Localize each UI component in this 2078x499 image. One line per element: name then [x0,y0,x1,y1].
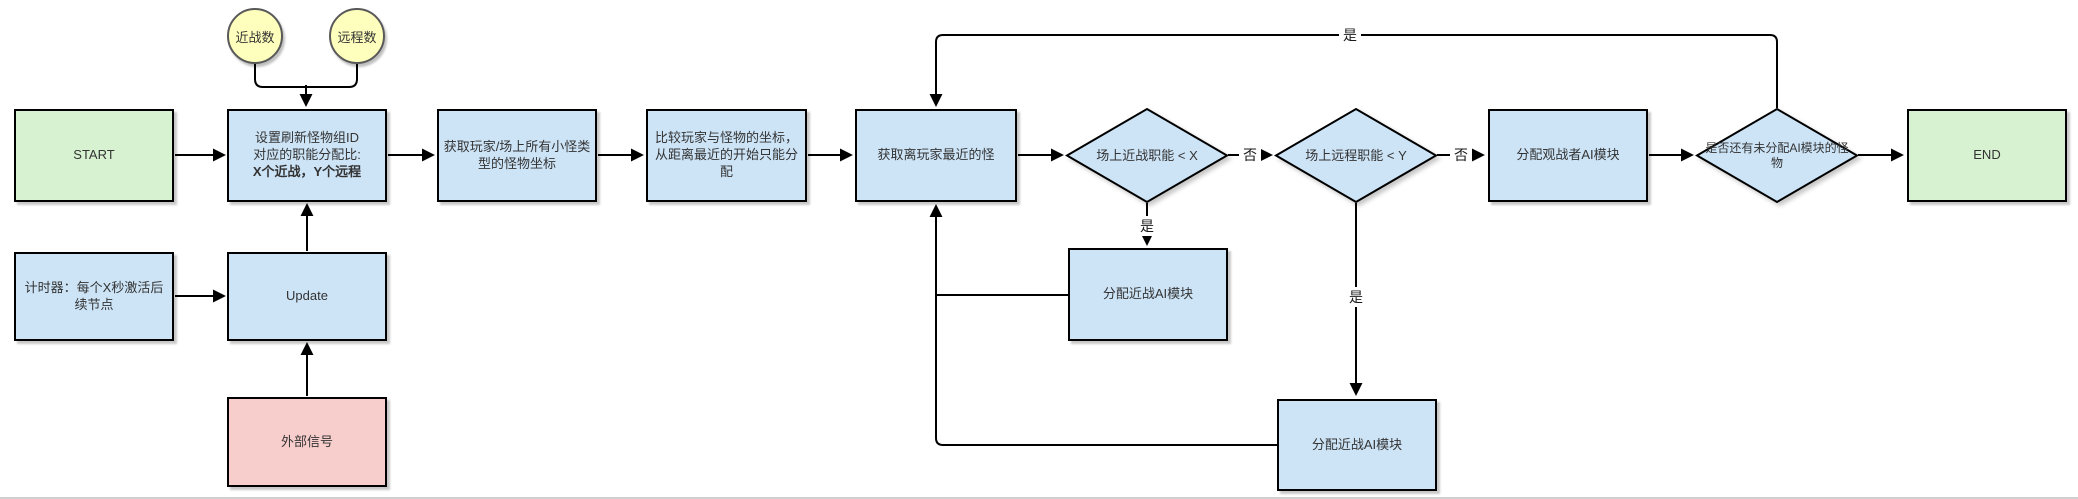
node-get-coords[interactable]: 获取玩家/场上所有小怪类型的怪物坐标 [437,109,597,202]
edge-ranged-count-join [306,64,358,88]
node-assign-melee-mid[interactable]: 分配近战AI模块 [1068,248,1228,341]
edge-melee-count-join [254,64,306,88]
node-melee-check[interactable] [1065,107,1229,204]
edge-remainingcheck-yes-loop [929,34,1778,108]
node-start[interactable]: START [14,109,174,202]
node-assign-observer[interactable]: 分配观战者AI模块 [1488,109,1648,202]
node-external-signal[interactable]: 外部信号 [227,397,387,487]
edge-label-melee-yes: 是 [1136,216,1158,236]
node-compare-coords[interactable]: 比较玩家与怪物的坐标，从距离最近的开始只能分配 [646,109,807,202]
edge-label-melee-no: 否 [1239,145,1261,165]
edge-label-ranged-yes: 是 [1345,287,1367,307]
node-assign-melee-bottom[interactable]: 分配近战AI模块 [1277,399,1437,491]
edge-assignmelee-bottom-loop [929,204,1277,446]
node-get-nearest[interactable]: 获取离玩家最近的怪 [855,109,1017,202]
node-update[interactable]: Update [227,252,387,341]
node-end[interactable]: END [1907,109,2067,202]
setup-ratio-line3: X个近战，Y个远程 [252,163,362,179]
node-ranged-check[interactable] [1274,107,1438,204]
node-setup-ratio[interactable]: 设置刷新怪物组ID 对应的职能分配比: X个近战，Y个远程 [227,109,387,202]
edge-label-ranged-no: 否 [1450,145,1472,165]
node-melee-count[interactable]: 近战数 [227,8,283,64]
node-timer[interactable]: 计时器：每个X秒激活后续节点 [14,252,174,341]
node-remaining-check[interactable] [1695,107,1859,204]
node-ranged-count[interactable]: 远程数 [329,8,385,64]
setup-ratio-line2: 对应的职能分配比: [253,147,361,163]
edge-label-loop-yes: 是 [1339,25,1361,45]
setup-ratio-line1: 设置刷新怪物组ID [254,130,359,146]
